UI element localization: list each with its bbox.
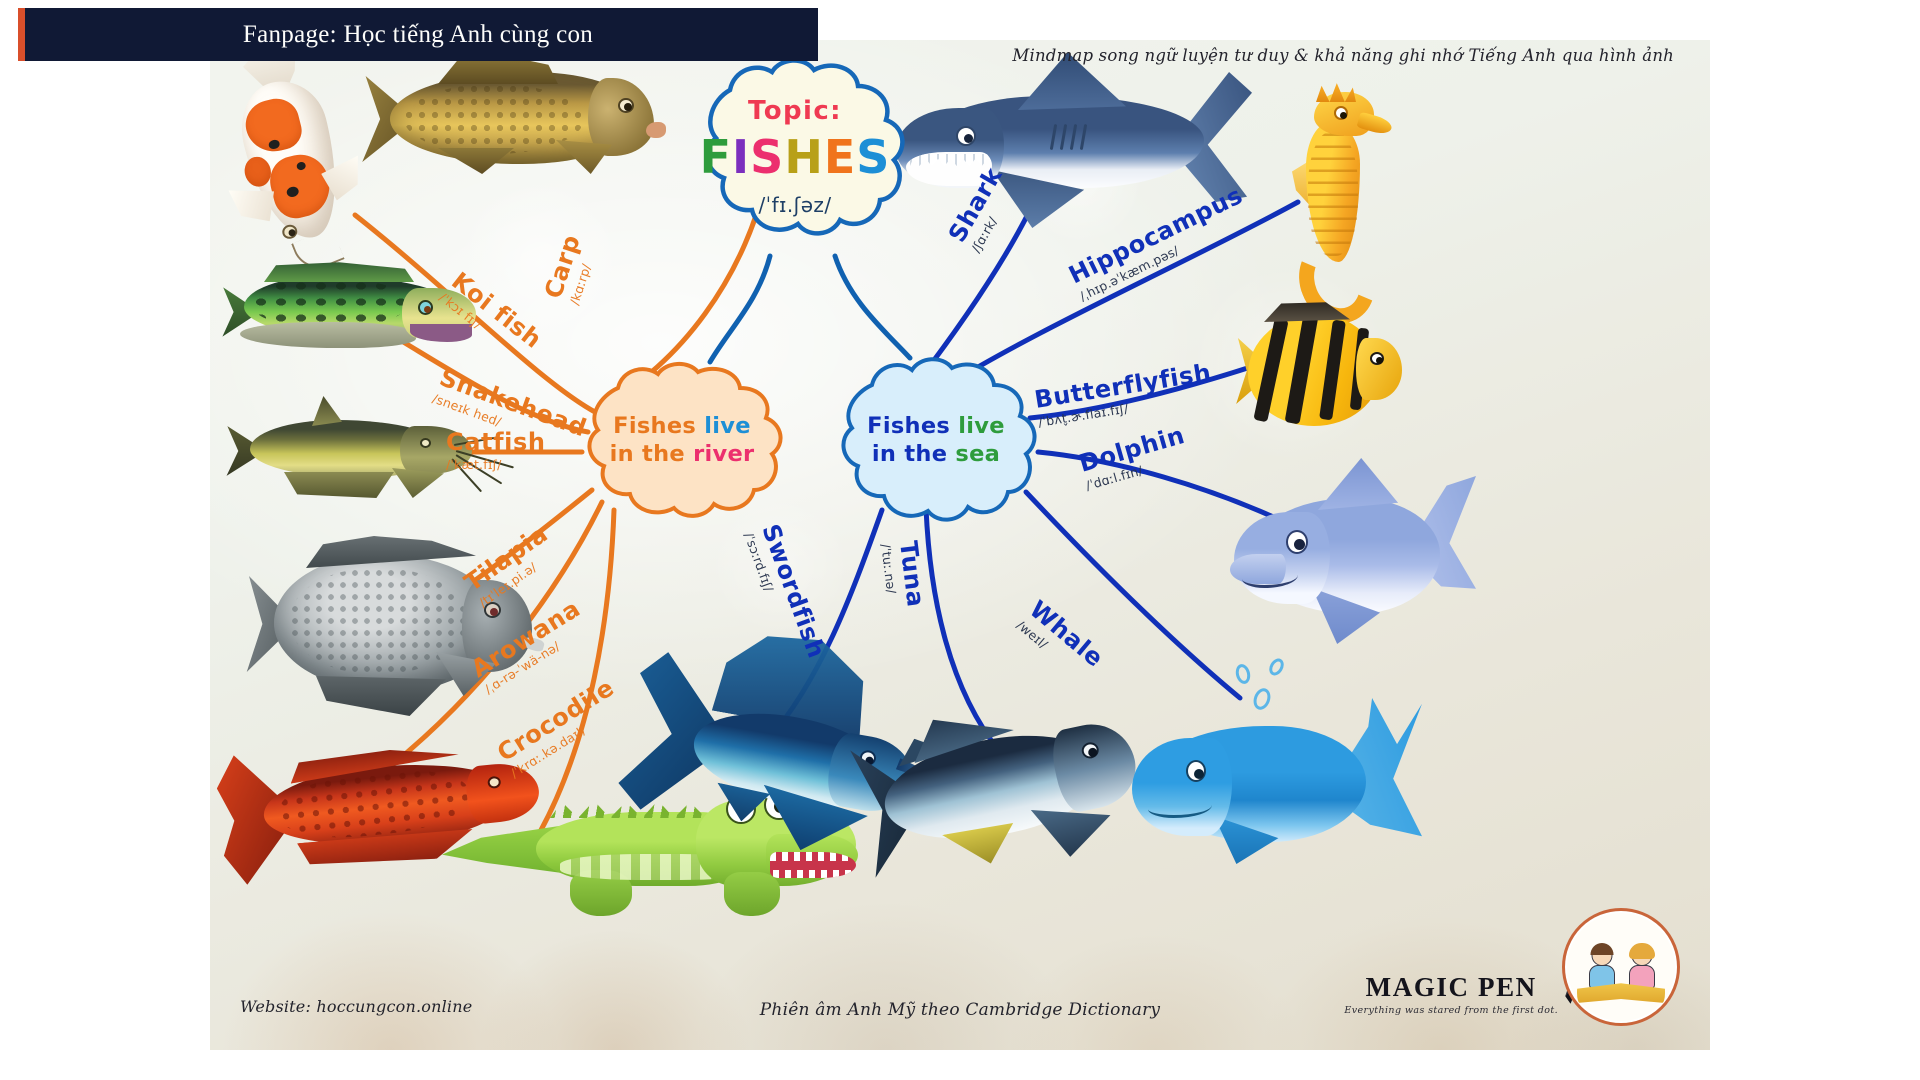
- whale-illustration: [1132, 640, 1422, 880]
- topic-label: Topic:: [748, 95, 842, 126]
- label-catfish-word: Catfish: [446, 428, 546, 456]
- fanpage-banner-text: Fanpage: Học tiếng Anh cùng con: [242, 20, 594, 48]
- mindmap-poster: Mindmap song ngữ luyện tư duy & khả năng…: [210, 40, 1710, 1050]
- label-catfish-phonetic: /ˈkæt.fɪʃ/: [446, 457, 502, 472]
- dolphin-illustration: [1230, 450, 1476, 670]
- topic-title-letter-3: H: [784, 130, 824, 184]
- kids-reading-logo: [1562, 908, 1680, 1026]
- topic-title: FISHES: [700, 129, 891, 187]
- topic-cloud: Topic: FISHES /ˈfɪ.ʃəz/: [660, 56, 930, 256]
- sea-heading-line2: in the sea: [871, 441, 1001, 467]
- topic-title-letter-5: S: [856, 130, 891, 184]
- topic-title-letter-4: E: [823, 130, 857, 184]
- topic-phonetic: /ˈfɪ.ʃəz/: [758, 192, 832, 217]
- topic-title-letter-2: S: [750, 130, 785, 184]
- magic-pen-name: MAGIC PEN: [1365, 972, 1537, 1002]
- water-spout-icon: [1232, 648, 1302, 718]
- river-cloud: Fishes live in the river: [556, 360, 808, 520]
- website-text: Website: hoccungcon.online: [240, 997, 473, 1016]
- river-heading-line2: in the river: [609, 441, 755, 467]
- girl-figure-icon: [1627, 943, 1657, 989]
- magic-pen-slogan: Everything was stared from the first dot…: [1344, 1005, 1558, 1016]
- topic-title-letter-1: I: [732, 130, 751, 184]
- butterflyfish-illustration: [1230, 298, 1410, 448]
- topic-title-letter-0: F: [699, 130, 733, 184]
- sea-cloud: Fishes live in the sea: [810, 355, 1062, 525]
- dictionary-credit-text: Phiên âm Anh Mỹ theo Cambridge Dictionar…: [759, 1000, 1161, 1020]
- tagline-text: Mindmap song ngữ luyện tư duy & khả năng…: [1012, 46, 1674, 65]
- label-tuna[interactable]: Tuna /ˈtuː.nə/: [878, 539, 930, 610]
- label-catfish[interactable]: Catfish /ˈkæt.fɪʃ/: [446, 428, 546, 472]
- seahorse-illustration: [1272, 83, 1402, 335]
- river-heading-line1: Fishes live: [613, 412, 751, 439]
- carp-illustration: [360, 55, 666, 186]
- boy-figure-icon: [1587, 943, 1617, 989]
- sea-heading-line1: Fishes live: [867, 412, 1005, 439]
- snakehead-illustration: [220, 252, 480, 382]
- fanpage-banner: Fanpage: Học tiếng Anh cùng con: [18, 8, 818, 61]
- magic-pen-logo: MAGIC PEN Everything was stared from the…: [1344, 972, 1558, 1016]
